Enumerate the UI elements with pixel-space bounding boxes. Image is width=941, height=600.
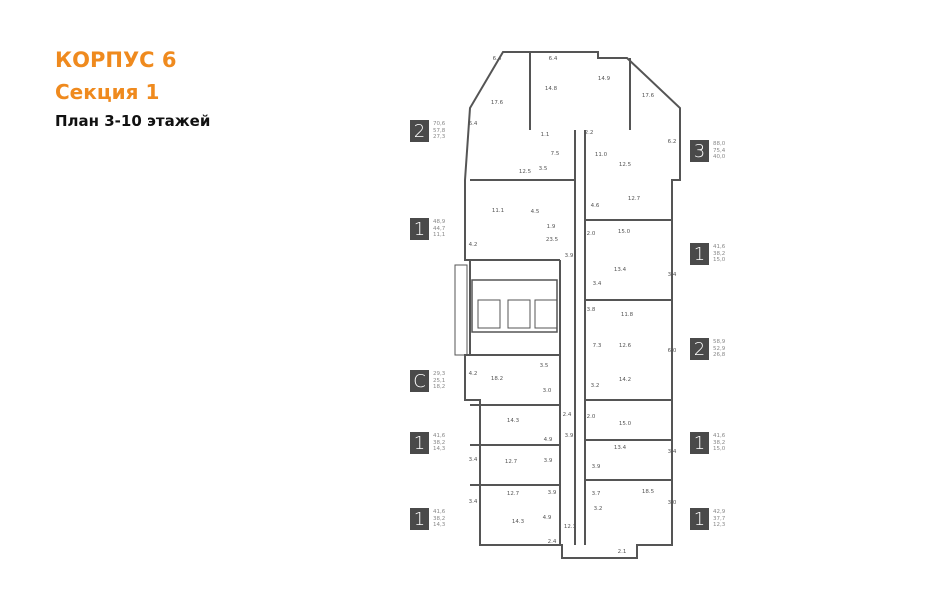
room-area-label: 4.9 xyxy=(543,515,552,521)
room-area-label: 2.1 xyxy=(618,549,627,555)
room-area-label: 14.9 xyxy=(598,76,611,82)
room-area-label: 3.2 xyxy=(594,506,603,512)
room-area-label: 1.1 xyxy=(541,132,550,138)
room-area-label: 12.6 xyxy=(619,343,632,349)
room-count: С xyxy=(410,370,429,392)
room-area-label: 6.4 xyxy=(549,56,558,62)
room-area-label: 3.9 xyxy=(548,490,557,496)
room-area-label: 3.9 xyxy=(592,464,601,470)
room-area-label: 3.8 xyxy=(587,307,596,313)
room-count: 1 xyxy=(690,432,709,454)
room-area-label: 6.2 xyxy=(668,139,677,145)
room-area-label: 14.8 xyxy=(545,86,558,92)
room-area-label: 3.4 xyxy=(469,499,478,505)
room-area-label: 4.5 xyxy=(531,209,540,215)
room-area-label: 14.3 xyxy=(512,519,525,525)
room-area-label: 7.3 xyxy=(593,343,602,349)
room-area-label: 6.4 xyxy=(493,56,502,62)
room-area-label: 17.6 xyxy=(642,93,655,99)
room-area-label: 3.0 xyxy=(543,388,552,394)
room-area-label: 12.7 xyxy=(507,491,520,497)
room-count: 3 xyxy=(690,140,709,162)
room-area-label: 23.5 xyxy=(546,237,559,243)
room-area-label: 3.5 xyxy=(540,363,549,369)
room-area-label: 11.8 xyxy=(621,312,634,318)
room-count: 2 xyxy=(410,120,429,142)
room-area-label: 2.4 xyxy=(548,539,557,545)
room-area-label: 4.6 xyxy=(591,203,600,209)
room-area-label: 6.0 xyxy=(668,348,677,354)
room-area-label: 18.5 xyxy=(642,489,655,495)
room-area-label: 18.2 xyxy=(491,376,503,382)
room-area-label: 12.3 xyxy=(564,524,577,530)
room-area-label: 11.0 xyxy=(595,152,608,158)
room-area-label: 14.3 xyxy=(507,418,520,424)
room-area-label: 2.2 xyxy=(585,130,594,136)
room-area-label: 3.4 xyxy=(469,457,478,463)
outer-wall xyxy=(464,51,681,559)
section-title: Секция 1 xyxy=(55,80,160,104)
room-area-label: 3.9 xyxy=(565,433,574,439)
room-area-label: 3.4 xyxy=(593,281,602,287)
room-area-label: 6.4 xyxy=(469,121,478,127)
room-area-label: 2.4 xyxy=(563,412,572,418)
room-area-label: 15.0 xyxy=(618,229,631,235)
room-area-label: 3.5 xyxy=(539,166,548,172)
room-area-label: 2.0 xyxy=(587,231,596,237)
building-title: КОРПУС 6 xyxy=(55,48,177,72)
room-area-label: 4.2 xyxy=(469,242,478,248)
room-area-label: 1.9 xyxy=(547,224,556,230)
room-count: 2 xyxy=(690,338,709,360)
room-area-label: 12.5 xyxy=(619,162,632,168)
room-area-label: 4.2 xyxy=(469,371,478,377)
room-area-label: 3.9 xyxy=(565,253,574,259)
room-count: 1 xyxy=(690,243,709,265)
room-area-label: 2.0 xyxy=(587,414,596,420)
room-area-label: 12.7 xyxy=(628,196,641,202)
room-area-label: 13.4 xyxy=(614,445,627,451)
room-area-label: 13.4 xyxy=(614,267,627,273)
room-area-label: 14.2 xyxy=(619,377,631,383)
room-area-label: 12.5 xyxy=(519,169,532,175)
room-count: 1 xyxy=(410,432,429,454)
room-count: 1 xyxy=(410,508,429,530)
room-count: 1 xyxy=(410,218,429,240)
plan-title: План 3-10 этажей xyxy=(55,112,211,130)
room-area-label: 3.0 xyxy=(668,500,677,506)
room-area-label: 3.4 xyxy=(668,449,677,455)
room-count: 1 xyxy=(690,508,709,530)
room-area-label: 3.4 xyxy=(668,272,677,278)
room-area-label: 12.7 xyxy=(505,459,518,465)
room-area-label: 11.1 xyxy=(492,208,504,214)
room-area-label: 17.6 xyxy=(491,100,504,106)
room-area-label: 7.5 xyxy=(551,151,560,157)
room-area-label: 15.0 xyxy=(619,421,632,427)
room-area-label: 4.9 xyxy=(544,437,553,443)
room-area-label: 3.7 xyxy=(592,491,601,497)
room-area-label: 3.2 xyxy=(591,383,600,389)
room-area-label: 3.9 xyxy=(544,458,553,464)
